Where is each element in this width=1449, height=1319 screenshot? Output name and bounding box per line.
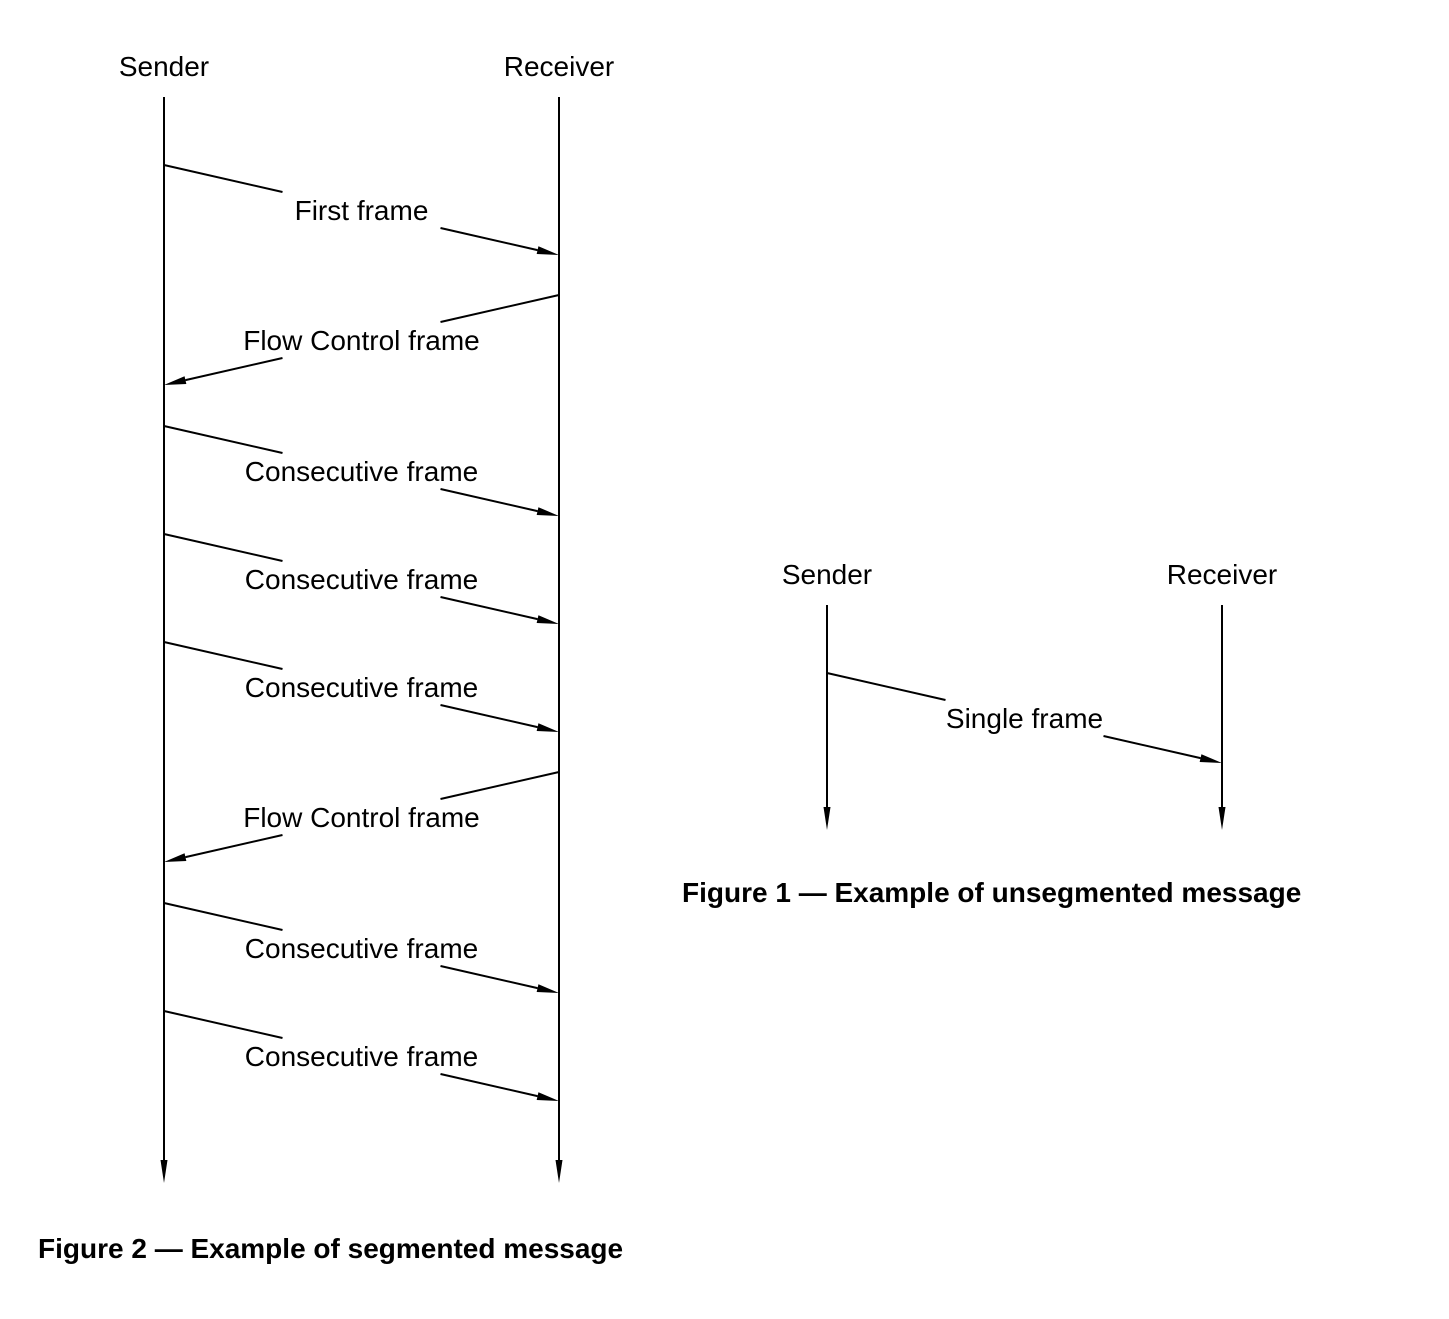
message-arrowhead — [164, 376, 187, 385]
message-arrowhead — [536, 1092, 559, 1101]
message-line-segment — [440, 771, 560, 800]
message-line-segment — [1103, 735, 1201, 760]
message-line-segment — [440, 227, 538, 252]
message-label: Consecutive frame — [245, 1041, 478, 1072]
figure2-sender-lifeline-arrow — [160, 1160, 168, 1183]
message-line-segment — [440, 488, 538, 513]
message-label: First frame — [295, 195, 429, 226]
message-label: Consecutive frame — [245, 933, 478, 964]
figure1-messages: Single frame — [826, 672, 1222, 763]
figure-1-unsegmented: Sender Receiver Single frame Figure 1 — … — [682, 559, 1301, 908]
figure1-caption: Figure 1 — Example of unsegmented messag… — [682, 877, 1301, 908]
message-line-segment — [440, 596, 538, 621]
message-arrow: Consecutive frame — [163, 902, 559, 993]
figure2-receiver-label: Receiver — [504, 51, 614, 82]
figure1-receiver-label: Receiver — [1167, 559, 1277, 590]
message-line-segment — [185, 357, 283, 382]
message-line-segment — [826, 672, 946, 701]
message-label: Consecutive frame — [245, 456, 478, 487]
message-arrowhead — [536, 507, 559, 516]
message-line-segment — [163, 641, 283, 670]
message-label: Consecutive frame — [245, 564, 478, 595]
message-label: Single frame — [946, 703, 1103, 734]
message-arrow: Flow Control frame — [164, 771, 560, 862]
message-arrow: Consecutive frame — [163, 533, 559, 624]
message-arrowhead — [536, 984, 559, 993]
figure1-sender-lifeline-arrow — [823, 807, 831, 830]
message-arrow: Consecutive frame — [163, 641, 559, 732]
message-arrow: Flow Control frame — [164, 294, 560, 385]
message-line-segment — [163, 902, 283, 931]
figure1-receiver-lifeline-arrow — [1218, 807, 1226, 830]
message-line-segment — [163, 425, 283, 454]
message-arrowhead — [536, 615, 559, 624]
message-arrowhead — [1199, 754, 1222, 763]
message-arrow: First frame — [163, 164, 559, 255]
message-line-segment — [440, 294, 560, 323]
message-arrow: Consecutive frame — [163, 1010, 559, 1101]
message-line-segment — [163, 533, 283, 562]
message-arrow: Consecutive frame — [163, 425, 559, 516]
figure2-caption: Figure 2 — Example of segmented message — [38, 1233, 623, 1264]
message-line-segment — [163, 1010, 283, 1039]
message-arrow: Single frame — [826, 672, 1222, 763]
message-line-segment — [440, 965, 538, 990]
message-label: Flow Control frame — [243, 325, 480, 356]
figure2-receiver-lifeline-arrow — [555, 1160, 563, 1183]
message-label: Consecutive frame — [245, 672, 478, 703]
message-label: Flow Control frame — [243, 802, 480, 833]
message-line-segment — [440, 704, 538, 729]
message-line-segment — [163, 164, 283, 193]
message-arrowhead — [536, 723, 559, 732]
message-line-segment — [185, 834, 283, 859]
message-arrowhead — [164, 853, 187, 862]
figure1-sender-label: Sender — [782, 559, 872, 590]
message-arrowhead — [536, 246, 559, 255]
message-line-segment — [440, 1073, 538, 1098]
figure2-sender-label: Sender — [119, 51, 209, 82]
